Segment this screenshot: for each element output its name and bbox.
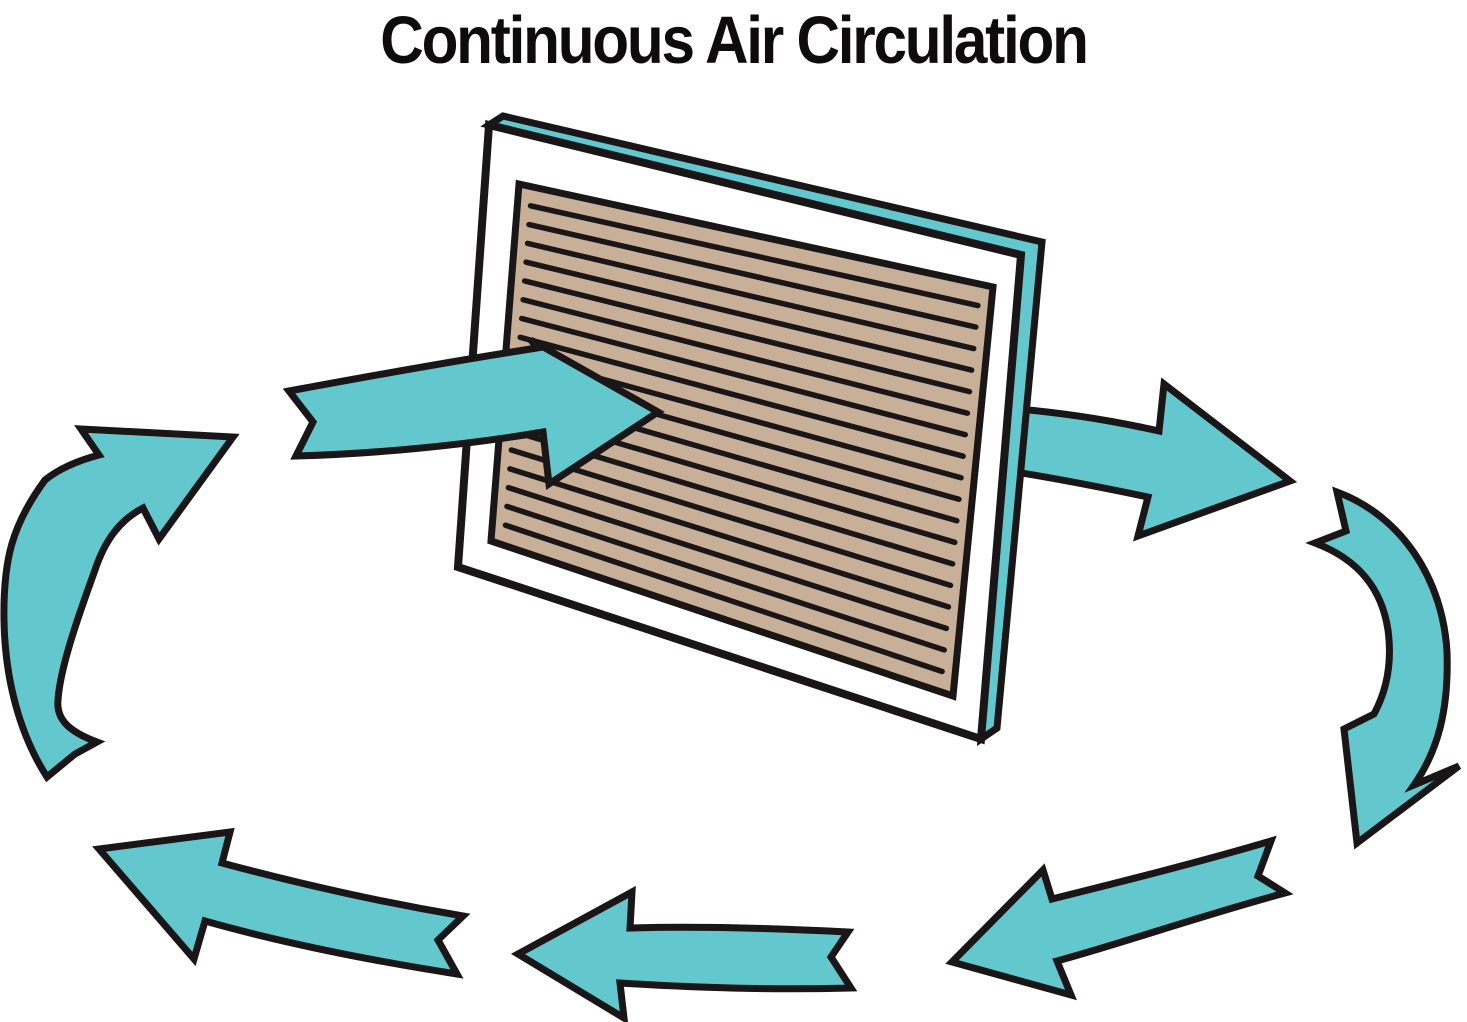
pleat-line [504,503,947,653]
page-title: Continuous Air Circulation [380,3,1089,78]
pleat-line [524,240,977,352]
right-curve-arrow-icon [1305,486,1462,850]
pleat-line [521,278,973,395]
pleat-line [518,315,969,438]
bottom-left-arrow-icon [92,827,471,979]
air-filter-pleat-lines [502,203,981,675]
left-curve-arrow-icon [0,425,240,783]
pleat-line [502,522,945,675]
pleat-line [507,466,952,610]
bottom-middle-arrow-icon [510,885,858,1022]
pleat-line [523,259,975,373]
pleat-line [526,221,979,330]
inflow-arrow-icon [282,336,665,491]
bottom-right-arrow-icon [945,835,1294,1001]
pleat-line [508,447,954,589]
pleat-line [520,296,971,416]
outflow-arrow-icon [998,377,1298,542]
pleat-line [517,334,966,459]
pleat-line [505,484,950,632]
pleat-line [527,203,981,309]
